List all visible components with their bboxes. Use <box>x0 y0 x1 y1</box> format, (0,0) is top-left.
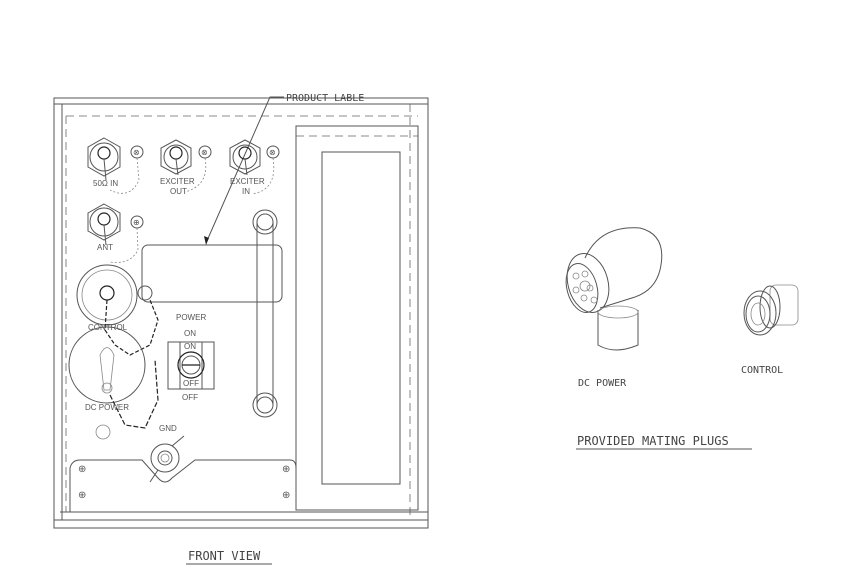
label-gnd: GND <box>159 424 177 433</box>
product-label-text: PRODUCT LABLE <box>286 93 364 104</box>
connector-control: CONTROL <box>76 264 159 356</box>
svg-text:⊕: ⊕ <box>78 490 86 501</box>
connector-exciter-out: ⊗ EXCITER OUT <box>160 139 212 196</box>
power-switch[interactable]: POWER ON ON OFF OFF <box>167 313 215 402</box>
handle <box>252 209 278 418</box>
label-dc-power: DC POWER <box>85 403 129 412</box>
control-plug <box>743 284 799 336</box>
svg-text:⊗: ⊗ <box>269 148 276 157</box>
svg-text:⊕: ⊕ <box>133 218 140 227</box>
svg-text:⊗: ⊗ <box>133 148 140 157</box>
svg-text:⊗: ⊗ <box>201 148 208 157</box>
product-label-callout: PRODUCT LABLE <box>204 93 364 245</box>
dc-power-plug-label: DC POWER <box>578 378 627 389</box>
svg-text:⊕: ⊕ <box>282 464 290 475</box>
ground-terminal: GND <box>149 424 185 483</box>
front-view-title: FRONT VIEW <box>188 549 261 563</box>
power-off-label: OFF <box>182 393 198 402</box>
label-ant: ANT <box>97 243 113 252</box>
label-exciter-in-line1: EXCITER <box>230 177 265 186</box>
label-50-ohm-in: 50Ω IN <box>93 179 118 188</box>
enclosure <box>53 97 429 529</box>
power-off-inner: OFF <box>183 379 199 388</box>
control-plug-label: CONTROL <box>741 365 783 376</box>
svg-text:⊕: ⊕ <box>78 464 86 475</box>
label-exciter-out-line2: OUT <box>170 187 187 196</box>
connector-exciter-in: ⊗ EXCITER IN <box>229 139 280 196</box>
dc-power-plug <box>565 227 663 351</box>
power-title: POWER <box>176 313 206 322</box>
product-label-area <box>141 244 283 303</box>
label-exciter-out-line1: EXCITER <box>160 177 195 186</box>
connector-50-ohm-in: ⊗ 50Ω IN <box>87 137 144 194</box>
svg-text:⊕: ⊕ <box>282 490 290 501</box>
bottom-plate: ⊕ ⊕ ⊕ ⊕ <box>69 459 297 512</box>
connector-dc-power: DC POWER <box>68 326 159 440</box>
label-exciter-in-line2: IN <box>242 187 250 196</box>
connector-ant: ⊕ ANT <box>87 203 144 263</box>
side-panel <box>295 125 419 511</box>
mating-plugs-title: PROVIDED MATING PLUGS <box>577 434 729 448</box>
power-on-label: ON <box>184 329 196 338</box>
power-on-inner: ON <box>184 342 196 351</box>
